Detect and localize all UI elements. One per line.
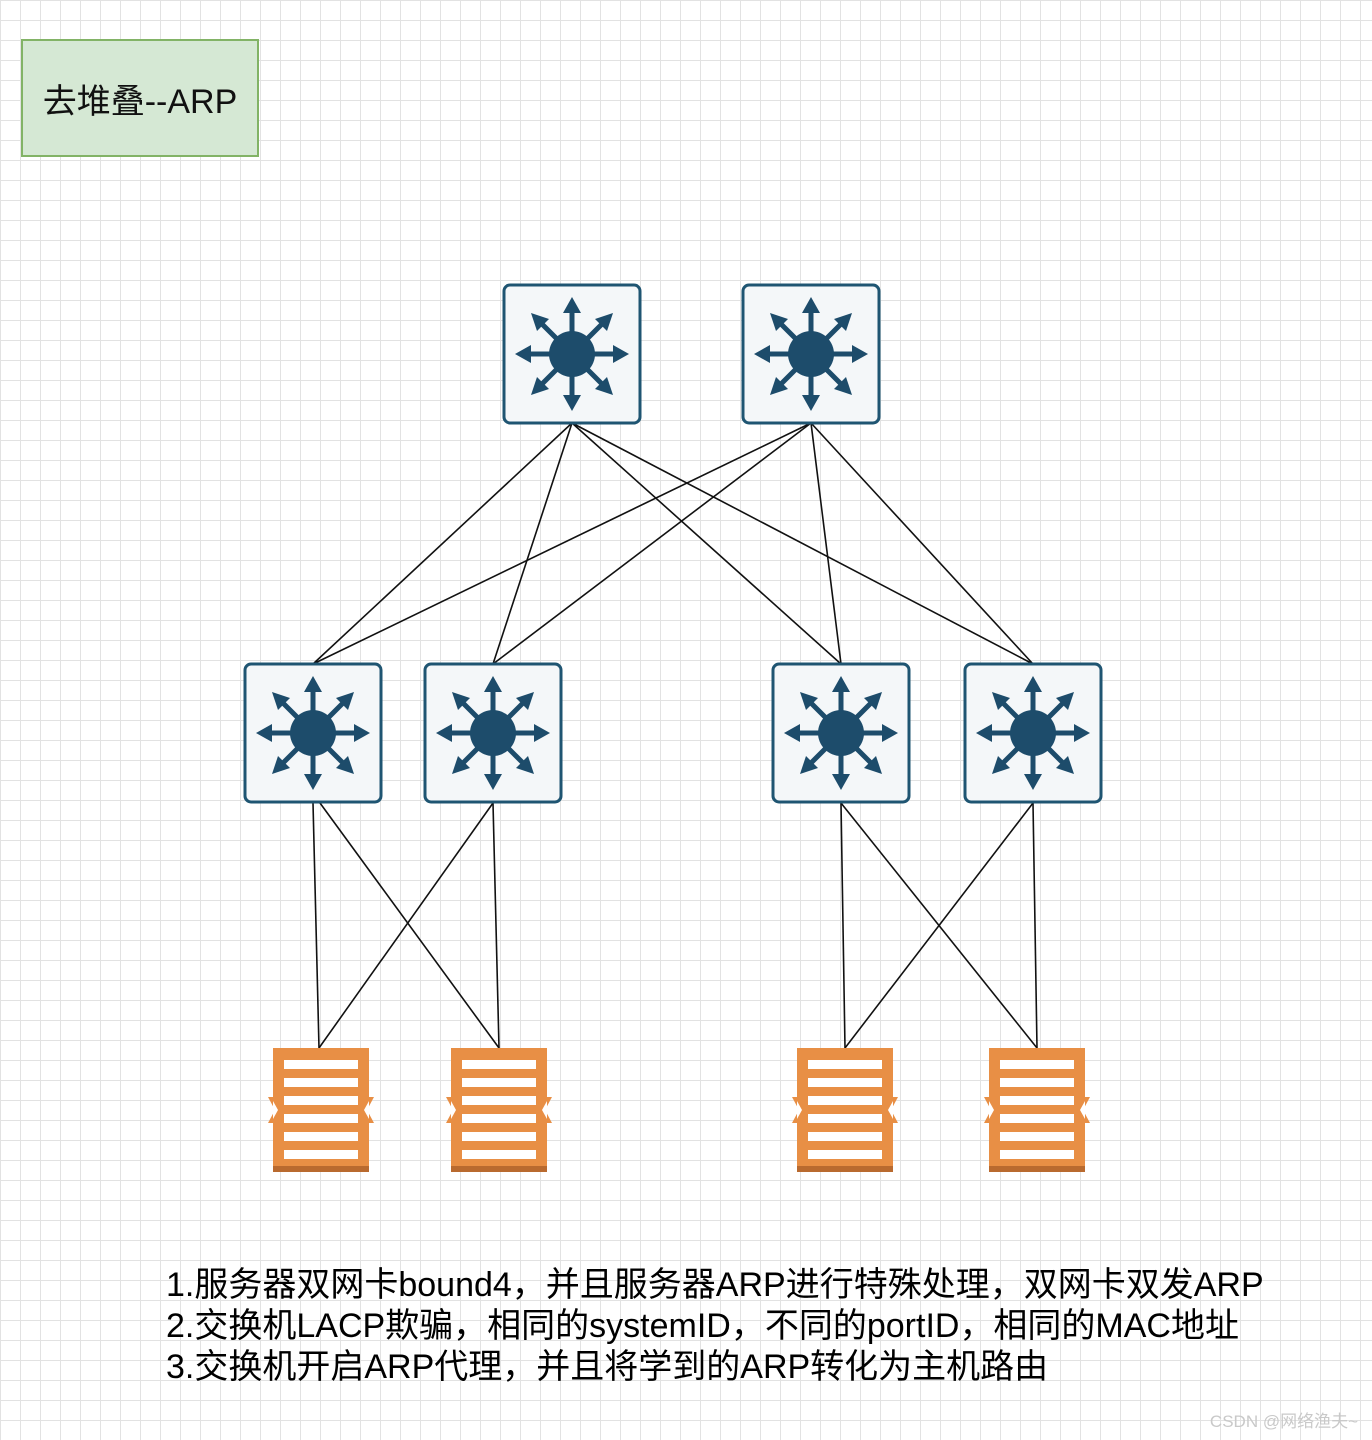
watermark: CSDN @网络渔夫~	[1209, 1412, 1358, 1431]
link-layer	[312, 422, 1038, 1049]
link-access2-server1	[318, 802, 494, 1049]
note-line-1: 1.服务器双网卡bound4，并且服务器ARP进行特殊处理，双网卡双发ARP	[166, 1266, 1264, 1304]
note-line-2: 2.交换机LACP欺骗，相同的systemID，不同的portID，相同的MAC…	[166, 1307, 1239, 1345]
server-icon	[268, 1048, 374, 1172]
link-core2-access3	[810, 422, 842, 665]
link-access1-server1	[312, 802, 320, 1049]
access-switch-3[interactable]	[771, 662, 911, 804]
notes-block: 1.服务器双网卡bound4，并且服务器ARP进行特殊处理，双网卡双发ARP 2…	[166, 1265, 1264, 1388]
link-core2-access1	[312, 422, 812, 665]
link-access4-server4	[1032, 802, 1038, 1049]
server-icon	[984, 1048, 1090, 1172]
link-core1-access4	[571, 422, 1034, 665]
server-3[interactable]	[792, 1048, 898, 1172]
link-access4-server3	[844, 802, 1034, 1049]
link-access2-server2	[492, 802, 500, 1049]
core-switch-2[interactable]	[741, 283, 881, 425]
server-icon	[792, 1048, 898, 1172]
link-core1-access1	[312, 422, 573, 665]
layer3-switch-icon	[436, 676, 550, 790]
link-core1-access2	[492, 422, 573, 665]
access-switch-4[interactable]	[963, 662, 1103, 804]
layer3-switch-icon	[784, 676, 898, 790]
note-line-3: 3.交换机开启ARP代理，并且将学到的ARP转化为主机路由	[166, 1348, 1049, 1386]
server-icon	[446, 1048, 552, 1172]
link-core1-access3	[571, 422, 842, 665]
access-switch-2[interactable]	[423, 662, 563, 804]
layer3-switch-icon	[754, 297, 868, 411]
diagram-title: 去堆叠--ARP	[21, 39, 259, 157]
server-2[interactable]	[446, 1048, 552, 1172]
link-core2-access2	[492, 422, 812, 665]
layer3-switch-icon	[256, 676, 370, 790]
link-access3-server3	[840, 802, 846, 1049]
access-switch-1[interactable]	[243, 662, 383, 804]
core-switch-1[interactable]	[502, 283, 642, 425]
server-4[interactable]	[984, 1048, 1090, 1172]
layer3-switch-icon	[976, 676, 1090, 790]
server-1[interactable]	[268, 1048, 374, 1172]
link-access1-server2	[319, 802, 500, 1049]
layer3-switch-icon	[515, 297, 629, 411]
link-core2-access4	[810, 422, 1034, 665]
